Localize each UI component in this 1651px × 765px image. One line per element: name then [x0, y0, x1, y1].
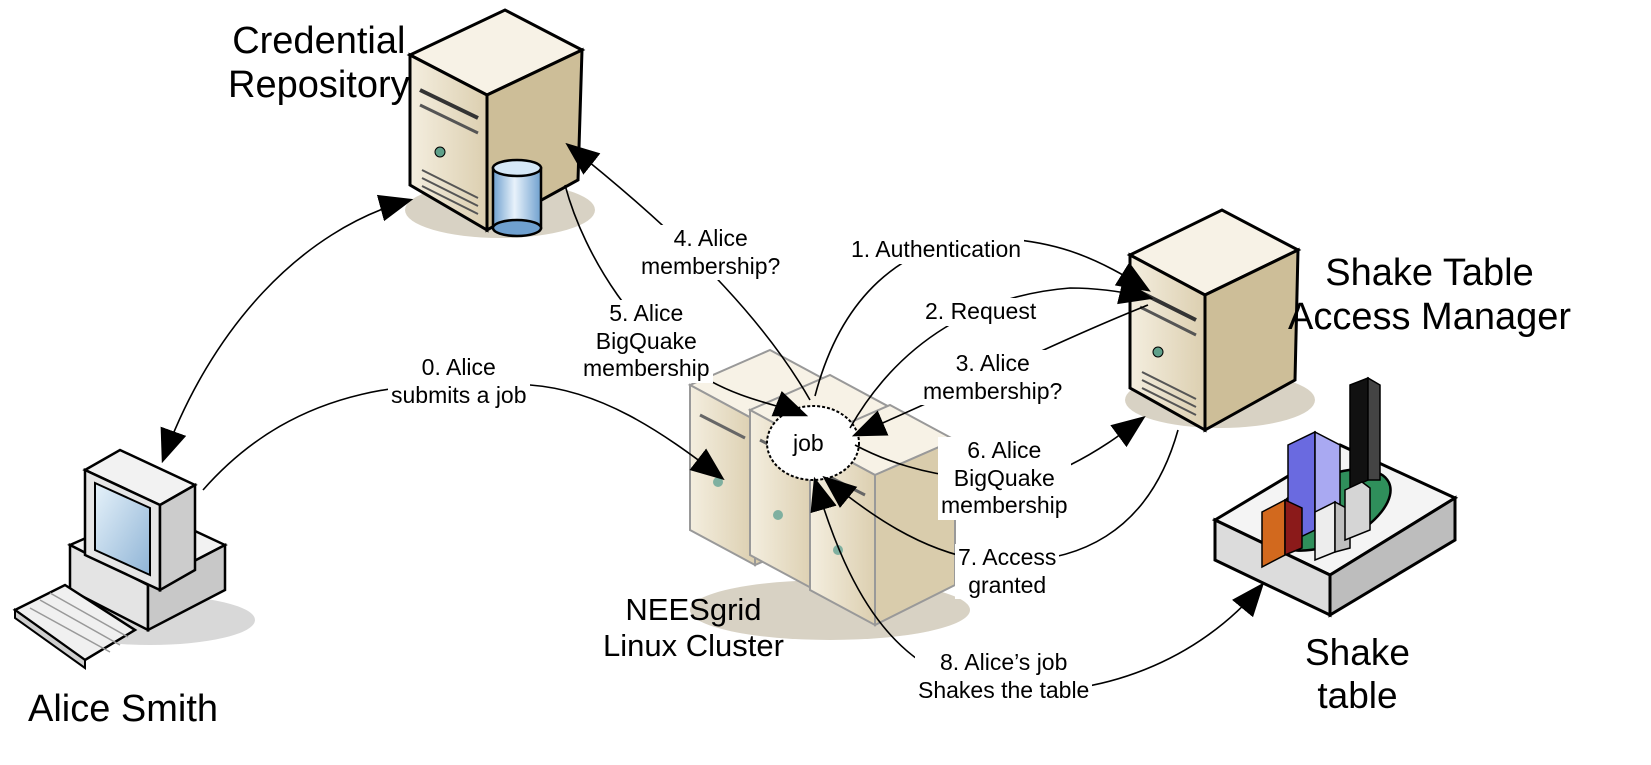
step-3-line-2: membership? [923, 377, 1063, 404]
step-4-label: 4. Alice membership? [638, 225, 784, 281]
job-label: job [793, 430, 824, 456]
step-7-line-1: 7. Access [958, 544, 1057, 570]
step-4-line-2: membership? [641, 252, 781, 279]
step-6-line-1: 6. Alice [967, 437, 1042, 463]
step-2-label: 2. Request [922, 298, 1040, 326]
step-5-line-2: BigQuake [595, 327, 697, 354]
step-8-line-2: Shakes the table [918, 676, 1090, 703]
shake-table-label-line-2: table [1317, 674, 1398, 716]
step-1-label: 1. Authentication [848, 236, 1025, 264]
access-manager-label-line-1: Shake Table [1325, 252, 1534, 294]
step-6-line-2: BigQuake [953, 464, 1055, 491]
access-manager-server-icon [1125, 208, 1315, 433]
step-2-line-1: 2. Request [925, 298, 1037, 324]
database-cylinder-icon [491, 158, 543, 238]
step-7-line-2: granted [968, 571, 1047, 598]
alice-smith-label-line-1: Alice Smith [28, 688, 219, 730]
shake-table-label-line-1: Shake [1305, 632, 1410, 673]
step-0-line-2: submits a job [391, 381, 527, 408]
credential-repository-label-line-2: Repository [228, 63, 410, 106]
shake-table-label: Shake table [1305, 632, 1410, 717]
computer-workstation-icon [12, 448, 255, 670]
arrow-step-4 [565, 142, 811, 401]
step-3-label: 3. Alice membership? [920, 350, 1066, 406]
step-8-label: 8. Alice’s job Shakes the table [915, 649, 1093, 705]
credential-repository-server-icon [405, 8, 595, 238]
step-0-line-1: 0. Alice [421, 354, 496, 380]
step-7-label: 7. Access granted [955, 544, 1060, 600]
cluster-label: NEESgrid Linux Cluster [603, 592, 784, 663]
step-6-line-3: membership [941, 492, 1068, 519]
step-5-line-3: membership [583, 355, 710, 382]
step-0-label: 0. Alice submits a job [388, 354, 530, 410]
step-4-line-1: 4. Alice [673, 225, 748, 251]
access-manager-label-line-2: Access Manager [1288, 295, 1572, 338]
alice-smith-label: Alice Smith [28, 688, 218, 732]
shake-table-icon [1211, 376, 1459, 618]
step-5-label: 5. Alice BigQuake membership [580, 300, 713, 383]
access-manager-label: Shake Table Access Manager [1288, 252, 1571, 339]
arrow-step-2 [849, 277, 1154, 429]
step-8-line-1: 8. Alice’s job [939, 649, 1068, 675]
cluster-label-line-2: Linux Cluster [603, 627, 784, 663]
step-6-label: 6. Alice BigQuake membership [938, 437, 1071, 520]
step-5-line-1: 5. Alice [609, 300, 684, 326]
credential-repository-label-line-1: Credential [232, 20, 406, 62]
step-1-line-1: 1. Authentication [851, 236, 1022, 262]
step-3-line-1: 3. Alice [955, 350, 1030, 376]
arrow-alice-credential [160, 194, 414, 464]
cluster-label-line-1: NEESgrid [625, 592, 762, 627]
credential-repository-label: Credential Repository [228, 20, 410, 107]
